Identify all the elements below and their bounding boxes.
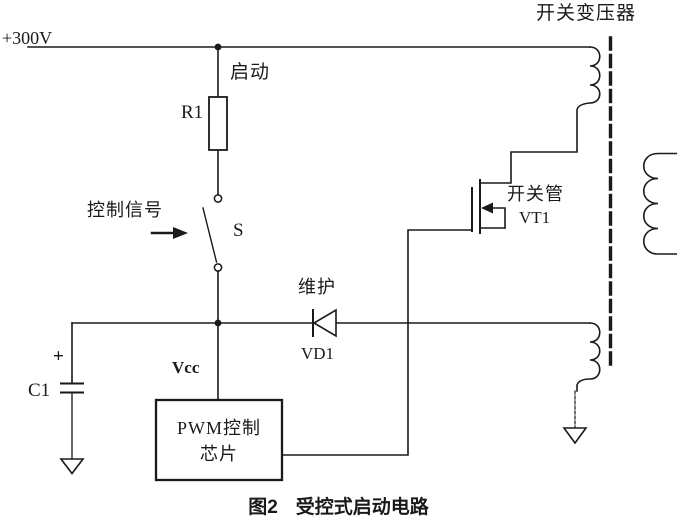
switch-contact-bottom [213,263,223,272]
diode-vd1-triangle [312,308,337,338]
supply-voltage-label: +300V [2,28,53,48]
transformer-secondary-winding [642,152,677,255]
ground-symbol-aux [562,427,588,445]
transformer-primary-winding [480,46,601,184]
mosfet-arrow [481,202,493,214]
pwm-chip-box [154,398,284,482]
diode-vd1-label: VD1 [301,344,335,363]
switch-contact-top [213,194,223,203]
figure-caption-number: 图2 [248,497,278,518]
junction-dot-vcc-rail [214,319,222,327]
figure-caption: 图2 受控式启动电路 [0,492,677,519]
transformer-label: 开关变压器 [536,3,637,24]
junction-dot-300v-r1 [214,43,222,51]
startup-label: 启动 [230,62,271,83]
resistor-r1-label: R1 [181,102,204,123]
resistor-r1-symbol [208,96,228,151]
pwm-chip-text-line1: PWM控制 [176,418,261,438]
capacitor-polarity-label: + [53,346,64,367]
transformer-aux-winding [576,322,601,392]
figure-caption-title: 受控式启动电路 [295,497,429,518]
control-signal-label: 控制信号 [87,200,163,220]
pwm-chip-text: PWM控制 芯片 [156,400,282,480]
mosfet-body-lead [491,207,506,229]
maintain-label: 维护 [298,277,336,297]
switch-s-label: S [233,220,244,241]
control-signal-arrow-head [173,227,188,239]
vcc-label: Vcc [172,358,200,377]
switch-tube-label: 开关管 [507,184,564,204]
pwm-chip-text-line2: 芯片 [200,444,238,464]
ground-symbol-c1 [59,458,85,475]
capacitor-c1-label: C1 [28,380,51,401]
wire-pwm-output [281,229,473,456]
transistor-vt1-label: VT1 [519,208,551,227]
switch-blade [202,207,218,263]
